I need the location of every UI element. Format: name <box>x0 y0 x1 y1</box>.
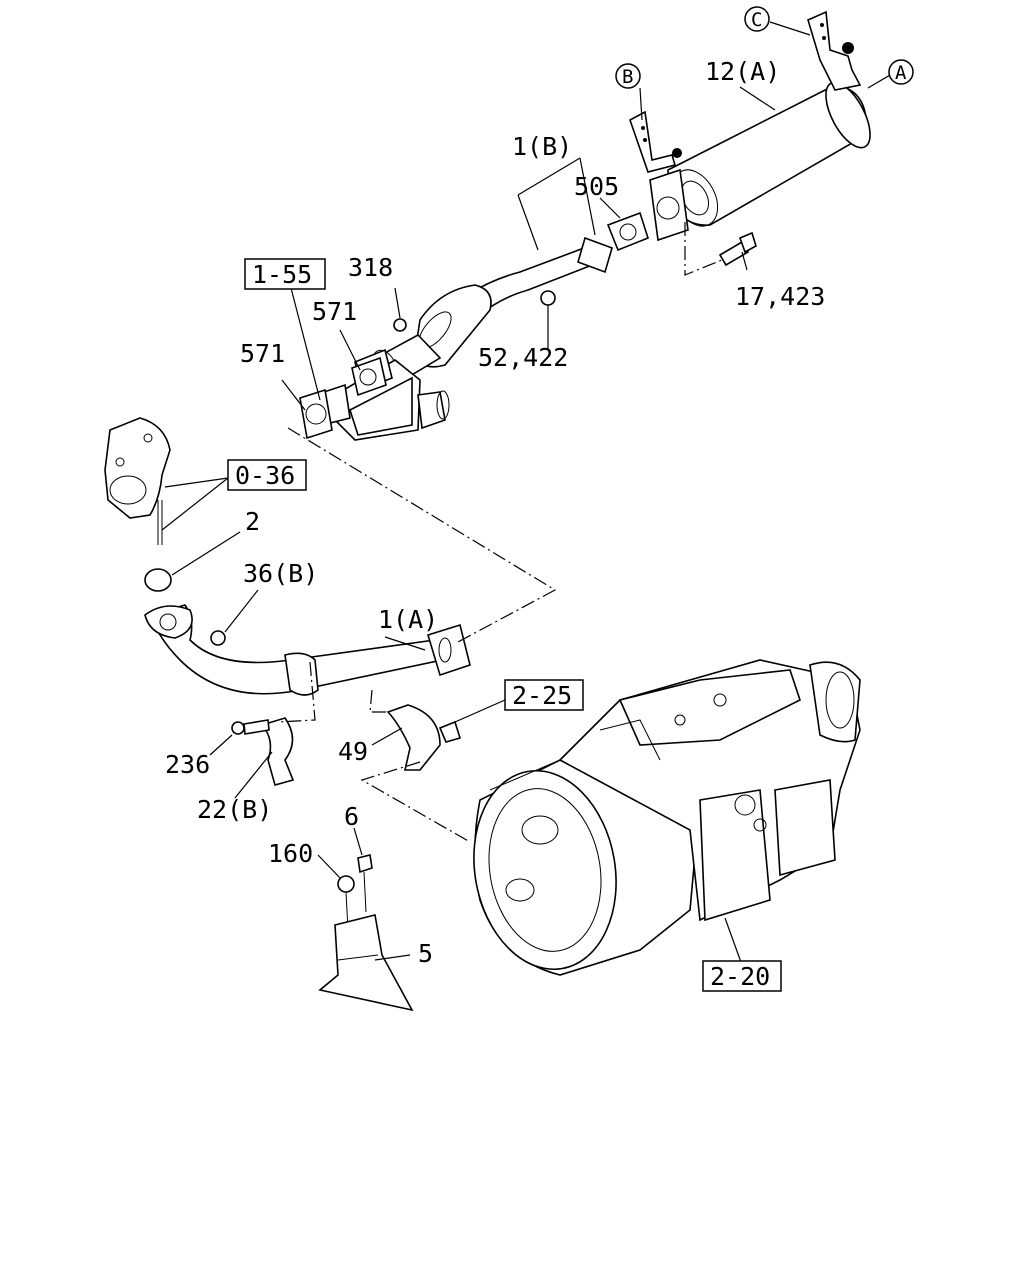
label-stud-2: 2 <box>245 507 260 536</box>
leader-lines <box>161 21 891 966</box>
nut-52-422 <box>540 290 556 306</box>
label-pipe-1b: 1(B) <box>512 132 572 161</box>
svg-text:1-55: 1-55 <box>252 260 312 289</box>
svg-text:0-36: 0-36 <box>235 461 295 490</box>
svg-text:2-25: 2-25 <box>512 681 572 710</box>
pipe-1b <box>370 236 613 387</box>
gasket-505 <box>606 211 649 252</box>
gasket-571-upper <box>351 356 387 397</box>
bolt-6 <box>357 854 373 913</box>
pipe-1a <box>144 604 471 696</box>
label-bolt-6: 6 <box>344 802 359 831</box>
bracket-5 <box>318 914 414 1012</box>
label-nut-318: 318 <box>348 253 393 282</box>
gasket-2 <box>144 568 172 592</box>
label-bolt-17-423: 17,423 <box>735 282 825 311</box>
svg-text:2-20: 2-20 <box>710 962 770 991</box>
circled-ref-a: A <box>888 59 914 85</box>
ref-box-0-36[interactable]: 0-36 <box>227 459 307 491</box>
label-bracket-5: 5 <box>418 939 433 968</box>
label-muffler-12a: 12(A) <box>705 57 780 86</box>
label-gasket-571-left: 571 <box>240 339 285 368</box>
circled-ref-c: C <box>744 6 770 32</box>
gasket-571-left <box>299 388 333 440</box>
ref-box-2-20[interactable]: 2-20 <box>702 960 782 992</box>
nut-318 <box>393 318 407 332</box>
label-clamp-49: 49 <box>338 737 368 766</box>
muffler-assembly <box>629 10 871 267</box>
svg-text:B: B <box>622 66 633 88</box>
label-nut-36b: 36(B) <box>243 559 318 588</box>
label-bolt-236: 236 <box>165 750 210 779</box>
nut-36b <box>210 630 226 646</box>
label-gasket-505: 505 <box>574 172 619 201</box>
callout-labels: 1(B) 12(A) 505 318 571 571 52,422 17,423… <box>165 57 825 968</box>
transmission-assembly <box>473 659 861 976</box>
circled-ref-b: B <box>615 63 641 89</box>
label-pipe-1a: 1(A) <box>378 605 438 634</box>
label-nut-52-422: 52,422 <box>478 343 568 372</box>
ref-box-1-55[interactable]: 1-55 <box>244 258 326 290</box>
bracket-22b <box>260 717 295 786</box>
svg-text:C: C <box>751 9 762 31</box>
svg-text:A: A <box>895 62 907 84</box>
bolt-236 <box>231 719 270 735</box>
clamp-49 <box>386 704 462 771</box>
turbo-outlet-flange <box>104 417 171 545</box>
label-bracket-22b: 22(B) <box>197 795 272 824</box>
dashed-connectors <box>277 222 723 843</box>
label-gasket-571-upper: 571 <box>312 297 357 326</box>
label-nut-160: 160 <box>268 839 313 868</box>
ref-box-2-25[interactable]: 2-25 <box>504 679 584 711</box>
